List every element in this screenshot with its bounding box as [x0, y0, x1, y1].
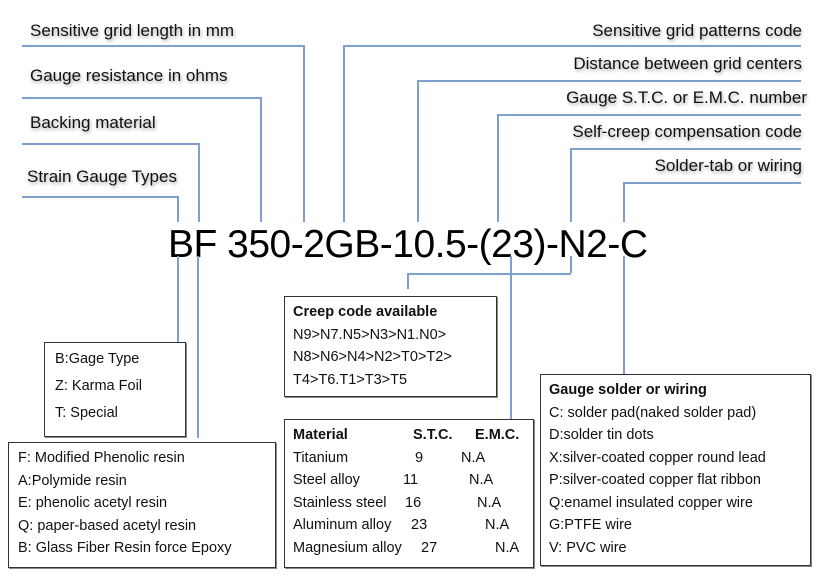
backing-material-box: F: Modified Phenolic resin A:Polymide re…: [8, 442, 276, 568]
label-self-creep: Self-creep compensation code: [572, 122, 802, 141]
backing-item: F: Modified Phenolic resin: [18, 450, 185, 466]
material-table-header: Material S.T.C. E.M.C.: [293, 424, 525, 447]
header-stc: S.T.C.: [413, 427, 453, 443]
connector-line: [22, 196, 178, 198]
wiring-item: P:silver-coated copper flat ribbon: [549, 472, 761, 488]
material-row: Aluminum alloy 23 N.A: [293, 514, 525, 537]
connector-line: [22, 97, 261, 99]
connector-line: [497, 114, 801, 116]
backing-item: B: Glass Fiber Resin force Epoxy: [18, 540, 232, 556]
connector-line: [407, 273, 409, 289]
backing-item: Q: paper-based acetyl resin: [18, 517, 197, 534]
connector-line: [497, 114, 499, 222]
header-material: Material: [293, 427, 348, 443]
connector-line: [623, 256, 625, 374]
material-name: Magnesium alloy: [293, 539, 402, 556]
connector-line: [570, 148, 572, 222]
connector-line: [22, 45, 304, 47]
connector-line: [623, 182, 625, 222]
wiring-item: Q:enamel insulated copper wire: [549, 494, 753, 511]
label-grid-patterns: Sensitive grid patterns code: [592, 21, 802, 40]
material-stc: 27: [421, 539, 438, 556]
creep-code-box: Creep code available N9>N7.N5>N3>N1.N0> …: [284, 296, 497, 397]
connector-line: [303, 45, 305, 222]
creep-code-item: T4>T6.T1>T3>T5: [293, 371, 408, 388]
material-row: Stainless steel 16 N.A: [293, 492, 525, 515]
connector-line: [570, 148, 801, 150]
label-stc-emc: Gauge S.T.C. or E.M.C. number: [566, 88, 807, 107]
material-emc: N.A: [485, 517, 510, 533]
connector-line: [198, 143, 200, 222]
connector-line: [343, 45, 801, 47]
material-emc: N.A: [477, 494, 502, 511]
gauge-model-code: BF 350-2GB-10.5-(23)-N2-C: [168, 223, 648, 266]
connector-line: [510, 256, 512, 419]
connector-line: [343, 45, 345, 222]
connector-line: [177, 256, 179, 342]
connector-line: [417, 80, 801, 82]
label-gauge-types: Strain Gauge Types: [27, 167, 177, 186]
material-stc: 9: [415, 449, 424, 466]
label-grid-length: Sensitive grid length in mm: [30, 21, 235, 40]
material-stc: 23: [411, 517, 428, 533]
material-name: Aluminum alloy: [293, 517, 392, 533]
label-solder-tab: Solder-tab or wiring: [654, 156, 802, 175]
gauge-type-item: B:Gage Type: [55, 351, 140, 367]
connector-line: [407, 273, 571, 275]
connector-line: [197, 256, 199, 438]
wiring-title: Gauge solder or wiring: [549, 382, 707, 398]
wiring-item: X:silver-coated copper round lead: [549, 449, 766, 466]
backing-item: E: phenolic acetyl resin: [18, 495, 168, 511]
wiring-item: D:solder tin dots: [549, 427, 654, 443]
connector-line: [22, 143, 199, 145]
connector-line: [623, 182, 801, 184]
wiring-item: C: solder pad(naked solder pad): [549, 404, 757, 421]
connector-line: [570, 256, 572, 273]
connector-line: [417, 80, 419, 222]
material-stc: 11: [403, 472, 419, 488]
material-emc: N.A: [495, 539, 520, 556]
backing-item: A:Polymide resin: [18, 472, 127, 489]
creep-code-item: N8>N6>N4>N2>T0>T2>: [293, 349, 452, 365]
label-grid-distance: Distance between grid centers: [573, 54, 802, 73]
material-table-box: Material S.T.C. E.M.C. Titanium 9 N.A St…: [284, 419, 534, 568]
material-emc: N.A: [469, 472, 494, 488]
creep-code-title: Creep code available: [293, 304, 438, 320]
material-name: Stainless steel: [293, 494, 387, 511]
wiring-item: G:PTFE wire: [549, 517, 632, 533]
material-name: Titanium: [293, 449, 349, 466]
gauge-type-item: Z: Karma Foil: [55, 378, 143, 394]
wiring-item: V: PVC wire: [549, 539, 627, 556]
header-emc: E.M.C.: [475, 427, 520, 443]
connector-line: [177, 196, 179, 222]
material-row: Titanium 9 N.A: [293, 447, 525, 470]
label-backing-material: Backing material: [30, 113, 156, 132]
material-name: Steel alloy: [293, 472, 360, 488]
label-resistance: Gauge resistance in ohms: [30, 66, 228, 85]
material-emc: N.A: [461, 449, 486, 466]
creep-code-item: N9>N7.N5>N3>N1.N0>: [293, 326, 447, 343]
connector-line: [260, 97, 262, 222]
gauge-type-box: B:Gage Type Z: Karma Foil T: Special: [44, 342, 186, 437]
material-row: Magnesium alloy 27 N.A: [293, 537, 525, 560]
solder-wiring-box: Gauge solder or wiring C: solder pad(nak…: [540, 374, 811, 566]
material-row: Steel alloy 11 N.A: [293, 469, 525, 492]
gauge-type-item: T: Special: [55, 405, 118, 421]
material-stc: 16: [405, 494, 422, 511]
